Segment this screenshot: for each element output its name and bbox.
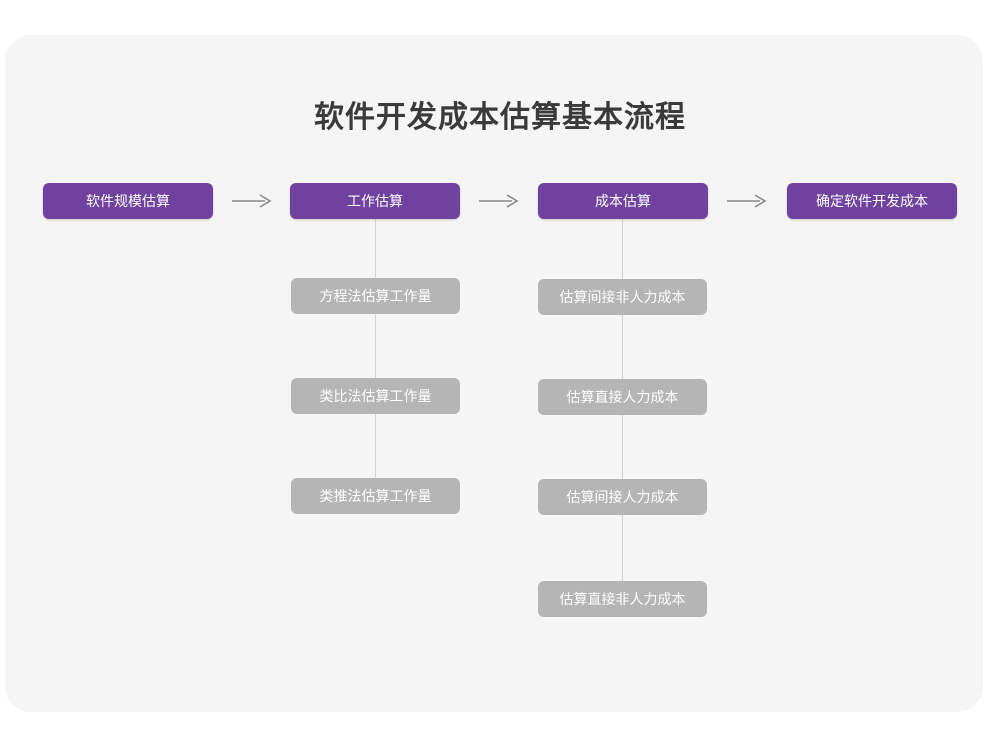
sub-node-work-inference-method[interactable]: 类推法估算工作量 xyxy=(291,478,460,514)
connector-line-work-column xyxy=(375,219,376,514)
right-arrow-icon xyxy=(231,191,273,211)
right-arrow-icon xyxy=(726,191,768,211)
stage-node-determine-development-cost[interactable]: 确定软件开发成本 xyxy=(787,183,957,219)
page-title: 软件开发成本估算基本流程 xyxy=(314,101,686,134)
sub-node-indirect-non-labor-cost[interactable]: 估算间接非人力成本 xyxy=(538,279,707,315)
right-arrow-icon xyxy=(478,191,520,211)
stage-node-work-estimation[interactable]: 工作估算 xyxy=(290,183,460,219)
diagram-card xyxy=(5,35,983,712)
sub-node-work-equation-method[interactable]: 方程法估算工作量 xyxy=(291,278,460,314)
sub-node-direct-labor-cost[interactable]: 估算直接人力成本 xyxy=(538,379,707,415)
sub-node-direct-non-labor-cost[interactable]: 估算直接非人力成本 xyxy=(538,581,707,617)
sub-node-work-analogy-method[interactable]: 类比法估算工作量 xyxy=(291,378,460,414)
stage-node-software-scale-estimation[interactable]: 软件规模估算 xyxy=(43,183,213,219)
stage-node-cost-estimation[interactable]: 成本估算 xyxy=(538,183,708,219)
sub-node-indirect-labor-cost[interactable]: 估算间接人力成本 xyxy=(538,479,707,515)
